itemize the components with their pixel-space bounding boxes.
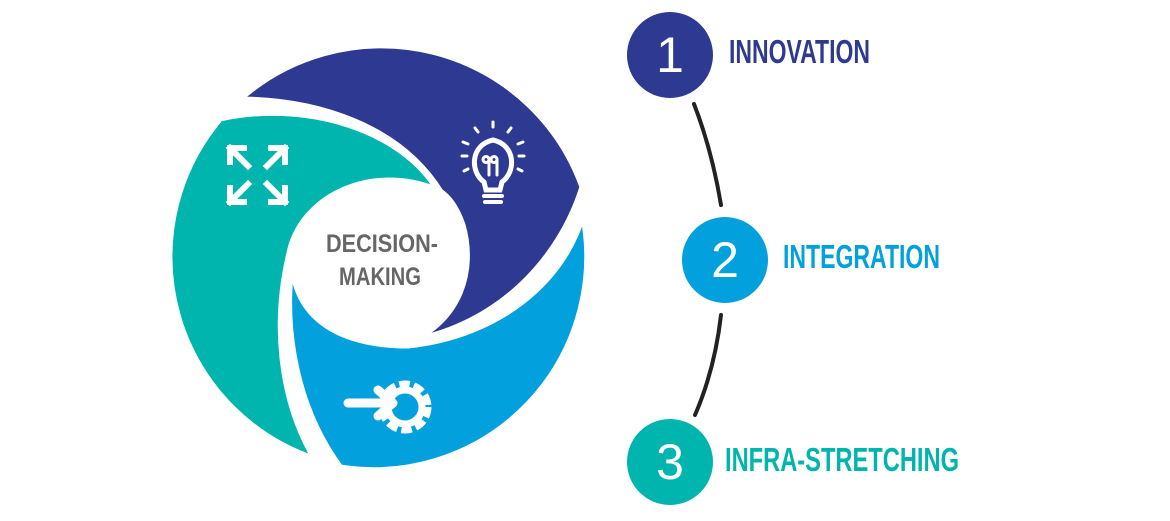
lightbulb-icon <box>460 120 526 204</box>
step-3-number: 3 <box>656 434 684 490</box>
step-infra-stretching: 3 INFRA-STRETCHING <box>627 419 959 505</box>
step-1-badge <box>627 12 713 98</box>
step-2-number: 2 <box>711 232 739 288</box>
center-label-line2: MAKING <box>339 263 421 291</box>
step-1-label: INNOVATION <box>729 33 870 70</box>
expand-arrows-icon <box>225 143 290 207</box>
step-integration: 2 INTEGRATION <box>682 217 940 303</box>
step-innovation: 1 INNOVATION <box>627 12 870 98</box>
center-circle <box>298 180 462 344</box>
step-2-badge <box>682 217 768 303</box>
connector-2-3 <box>693 313 723 417</box>
connector-1-2 <box>692 102 723 207</box>
step-1-number: 1 <box>656 27 684 83</box>
step-3-label: INFRA-STRETCHING <box>725 441 959 478</box>
segment-innovation <box>234 41 587 346</box>
center-label-line1: DECISION- <box>326 230 438 258</box>
step-3-badge <box>627 419 713 505</box>
step-2-label: INTEGRATION <box>783 238 940 275</box>
gear-arrow-icon <box>343 380 432 434</box>
